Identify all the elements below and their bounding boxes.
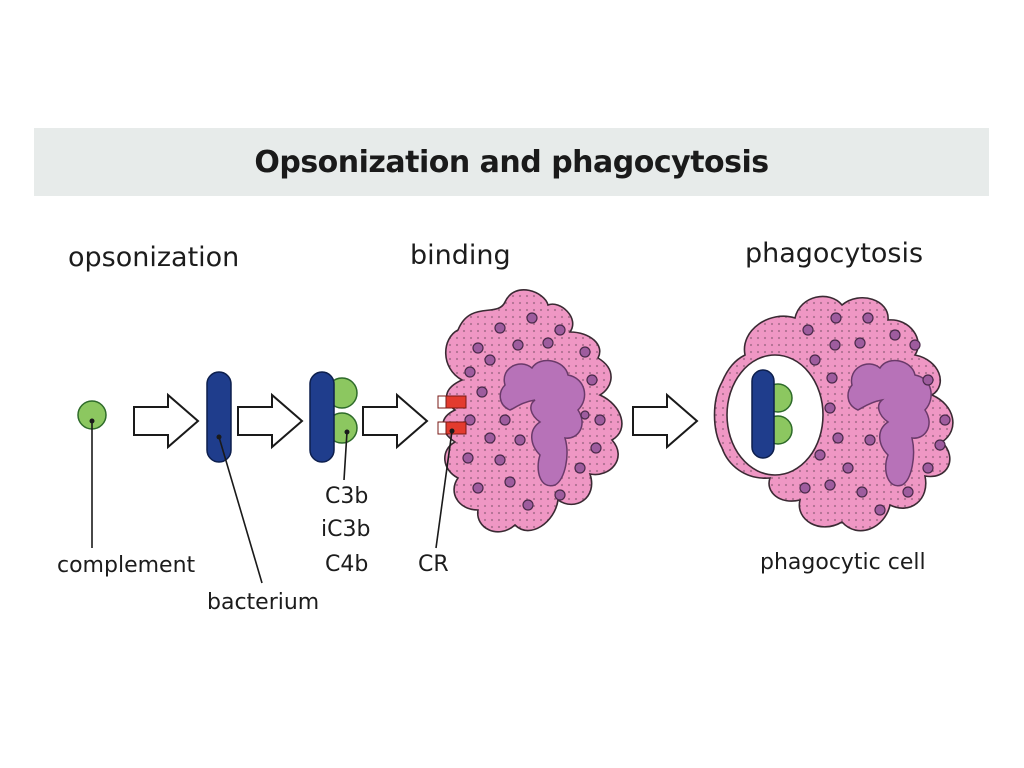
phagocyte-engulfing	[713, 295, 954, 532]
cell-granules	[462, 312, 606, 511]
cr-leader-line	[435, 430, 453, 549]
label-c3b: C3b	[325, 484, 369, 509]
nucleus	[499, 359, 586, 487]
title-band: Opsonization and phagocytosis	[34, 128, 989, 196]
complement-receptor	[437, 395, 467, 435]
label-bacterium: bacterium	[207, 590, 320, 615]
phagocyte-binding	[437, 289, 623, 533]
label-complement: complement	[57, 553, 196, 578]
label-cr: CR	[418, 552, 449, 577]
label-phagocytic-cell: phagocytic cell	[760, 550, 926, 575]
step-opsonization: opsonization	[68, 242, 240, 273]
c3b-leader-line	[343, 431, 348, 481]
phagosome	[726, 354, 824, 476]
label-c4b: C4b	[325, 552, 369, 577]
arrow-right-icon	[237, 392, 304, 450]
arrow-right-icon	[362, 392, 429, 450]
arrow-right-icon	[133, 392, 200, 450]
nucleus	[847, 359, 932, 487]
step-binding: binding	[410, 240, 511, 271]
arrow-right-icon	[632, 392, 699, 450]
diagram-title: Opsonization and phagocytosis	[254, 145, 769, 180]
opsonized-bacterium	[309, 371, 358, 463]
cell-granules	[799, 312, 951, 516]
bacterium	[206, 371, 232, 463]
label-ic3b: iC3b	[321, 517, 371, 542]
bacterium-leader-line	[218, 436, 263, 584]
step-phagocytosis: phagocytosis	[745, 238, 924, 269]
